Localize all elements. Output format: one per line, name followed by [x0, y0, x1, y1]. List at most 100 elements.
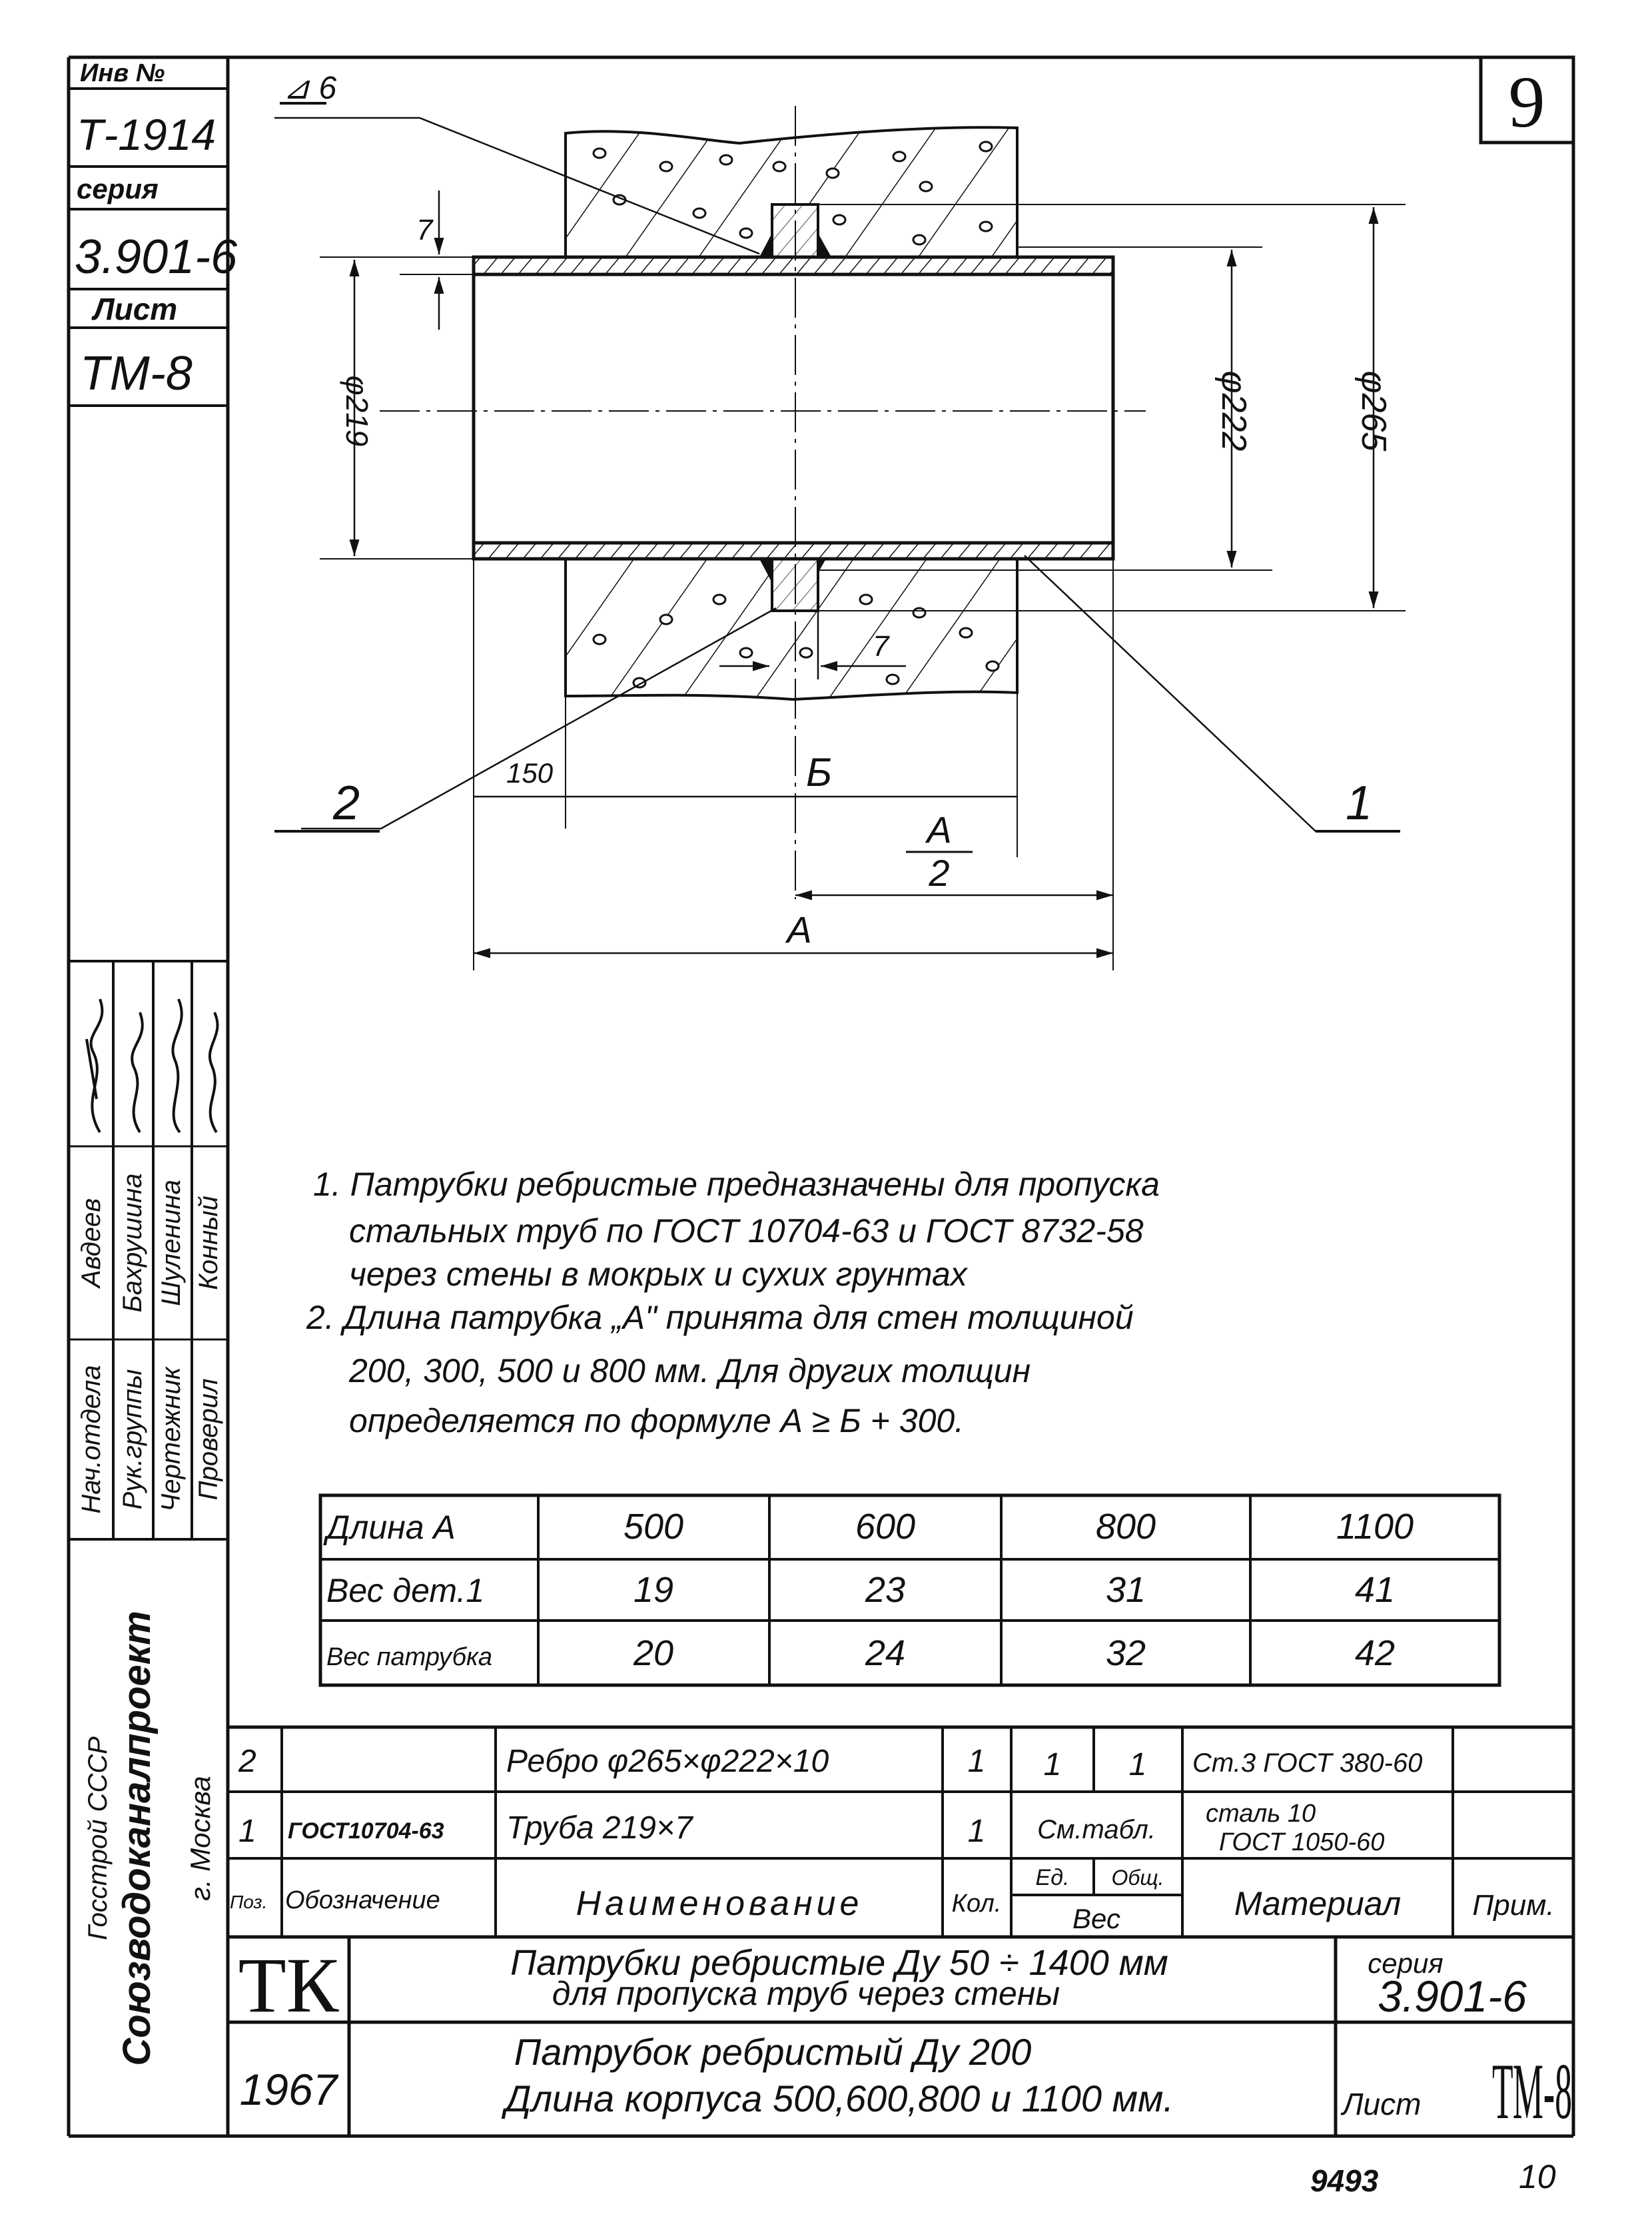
table-cell: 600 — [855, 1507, 915, 1547]
left-strip-stamp: Инв № Т-1914 серия 3.901-6 Лист ТМ-8 — [69, 59, 238, 407]
aggregate-dot — [912, 607, 927, 619]
aggregate-dot — [919, 181, 933, 192]
title-series-value: 3.901-6 — [1378, 1972, 1527, 2021]
table-cell: 32 — [1106, 1633, 1146, 1673]
dim-d222: φ222 — [1214, 371, 1253, 452]
row1-qty: 1 — [968, 1814, 986, 1849]
header-unit: Ед. — [1036, 1865, 1070, 1890]
table-cell: 1100 — [1336, 1507, 1414, 1547]
sheet-number: 9 — [1509, 61, 1545, 143]
dim-a: А — [785, 909, 811, 950]
table-cell: 20 — [633, 1633, 673, 1673]
specification-table: 2 Ребро φ265×φ222×10 1 1 1 Ст.3 ГОСТ 380… — [228, 1725, 1573, 1939]
header-pos: Поз. — [230, 1892, 267, 1912]
pipe-wall-top — [472, 255, 1115, 276]
aggregate-dot — [592, 633, 607, 645]
table-cell: 31 — [1106, 1570, 1146, 1610]
leader-lines — [274, 117, 1400, 833]
row-label: Вес дет.1 — [326, 1572, 484, 1609]
signature-name: Бахрушина — [118, 1174, 147, 1313]
doc-number: 9493 — [1310, 2163, 1379, 2198]
dim-a-half-numerator: А — [925, 809, 951, 851]
header-total: Общ. — [1111, 1866, 1164, 1890]
row1-material-line2: ГОСТ 1050-60 — [1219, 1828, 1384, 1856]
title-series-label: серия — [1368, 1948, 1444, 1979]
aggregate-dot — [712, 593, 727, 605]
row2-material: Ст.3 ГОСТ 380-60 — [1192, 1748, 1422, 1778]
row-label: Вес патрубка — [326, 1643, 492, 1671]
aggregate-dot — [859, 593, 873, 605]
signature-name: Конный — [194, 1196, 223, 1290]
aggregate-dot — [892, 151, 907, 163]
row1-name: Труба 219×7 — [506, 1810, 694, 1846]
position-2-label: 2 — [332, 777, 360, 830]
table-cell: 23 — [865, 1570, 905, 1610]
table-cell: 19 — [633, 1570, 673, 1610]
aggregate-dot — [979, 220, 993, 232]
aggregate-dot — [959, 627, 973, 639]
header-material: Материал — [1234, 1885, 1402, 1922]
sheet-frame — [67, 55, 1575, 2138]
note-line: определяется по формуле А ≥ Б + 300. — [349, 1402, 964, 1439]
dim-b: Б — [806, 750, 832, 795]
aggregate-dot — [659, 161, 673, 173]
series-label: серия — [77, 173, 159, 204]
title-line1: Патрубки ребристые Ду 50 ÷ 1400 мм — [510, 1943, 1168, 1983]
dim-7-top: 7 — [416, 214, 434, 246]
table-cell: 24 — [865, 1633, 905, 1673]
dim-7-bottom: 7 — [873, 630, 890, 663]
note-line: через стены в мокрых и сухих грунтах — [349, 1256, 969, 1293]
inv-label: Инв № — [80, 59, 165, 87]
series-value: 3.901-6 — [75, 230, 238, 284]
aggregate-dot — [885, 673, 900, 685]
dim-d219: φ219 — [340, 376, 374, 447]
row1-pos: 1 — [238, 1814, 256, 1849]
signature-role: Рук.группы — [118, 1369, 147, 1510]
aggregate-dot — [592, 147, 607, 159]
title-line2: для пропуска труб через стены — [552, 1975, 1060, 2012]
header-name: Наименование — [576, 1884, 863, 1923]
org-line3: г. Москва — [185, 1776, 216, 1901]
org-line1: Госстрой СССР — [83, 1736, 113, 1940]
centerlines — [380, 106, 1146, 899]
title-block: ТК Патрубки ребристые Ду 50 ÷ 1400 мм дл… — [228, 1937, 1573, 2136]
dim-d265: φ265 — [1354, 371, 1393, 452]
year: 1967 — [240, 2065, 339, 2114]
header-note: Прим. — [1472, 1889, 1554, 1922]
aggregate-dot — [832, 214, 847, 226]
table-cell: 42 — [1355, 1633, 1395, 1673]
note-line: 2. Длина патрубка „А" принята для стен т… — [306, 1299, 1134, 1336]
aggregate-dot — [719, 154, 733, 166]
subtitle-line1: Патрубок ребристый Ду 200 — [514, 2031, 1032, 2073]
signature-role: Проверил — [194, 1379, 223, 1501]
aggregate-dot — [799, 647, 813, 659]
pipe-wall-bottom — [472, 541, 1115, 561]
title-sheet-label: Лист — [1340, 2087, 1421, 2121]
signature-role: Нач.отдела — [77, 1365, 106, 1513]
org-line2: Союзводоканалпроект — [115, 1611, 159, 2065]
sheet-number-box: 9 — [1479, 55, 1575, 145]
notes: 1. Патрубки ребристые предназначены для … — [306, 1166, 1160, 1439]
aggregate-dot — [739, 227, 753, 239]
row2-total-weight: 1 — [1129, 1747, 1147, 1782]
table-cell: 500 — [623, 1507, 683, 1547]
row1-material-line1: сталь 10 — [1206, 1800, 1316, 1828]
row2-name: Ребро φ265×φ222×10 — [506, 1744, 829, 1779]
weld-upper — [759, 233, 831, 257]
row1-weight: См.табл. — [1037, 1815, 1156, 1844]
dim-a-half-denominator: 2 — [928, 852, 949, 894]
weld-lower — [759, 559, 826, 583]
row2-pos: 2 — [238, 1744, 256, 1779]
aggregate-dot — [739, 647, 753, 659]
pipe-section-drawing: ⊿ 6 φ219 φ222 φ265 7 7 150 Б А 2 А 2 1 — [274, 71, 1406, 970]
aggregate-dot — [979, 141, 993, 153]
inv-value: Т-1914 — [77, 110, 216, 159]
signature-scribbles — [85, 998, 219, 1134]
note-line: 1. Патрубки ребристые предназначены для … — [313, 1166, 1160, 1203]
dim-150: 150 — [506, 757, 554, 789]
wall-lower — [564, 557, 1019, 701]
sheet-value: ТМ-8 — [80, 347, 193, 400]
dimension-lines — [349, 190, 1379, 958]
header-qty: Кол. — [952, 1890, 1002, 1918]
